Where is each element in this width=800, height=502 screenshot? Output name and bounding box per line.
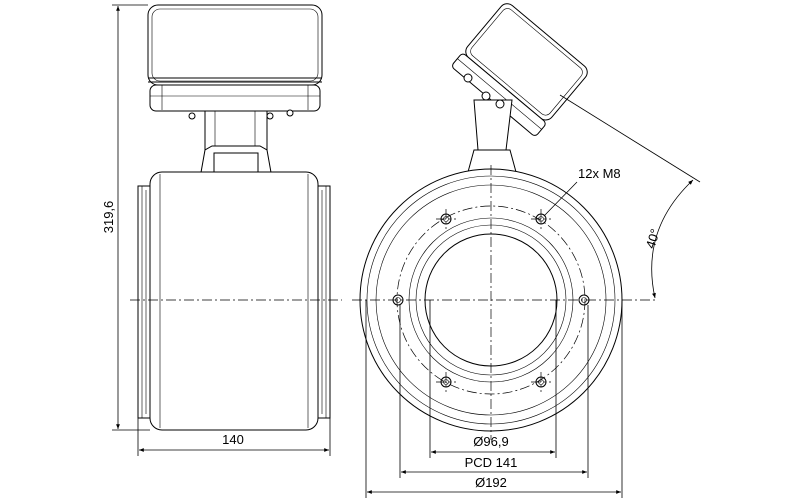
bolt-holes <box>392 209 590 392</box>
side-body <box>137 171 331 431</box>
height-dimension-label: 319,6 <box>101 201 116 234</box>
front-view: 12x M8 40° Ø96,9 PCD 141 Ø192 <box>352 3 701 498</box>
bore-dimension-label: Ø96,9 <box>473 434 508 449</box>
bolt-callout-label: 12x M8 <box>578 166 621 181</box>
outer-diameter-label: Ø192 <box>475 475 507 490</box>
bolt-callout: 12x M8 <box>543 166 621 217</box>
side-head-housing <box>147 4 323 120</box>
front-centerlines <box>352 165 655 440</box>
angle-dimension: 40° <box>559 94 701 299</box>
pcd-dimension-label: PCD 141 <box>465 455 518 470</box>
front-head-housing <box>452 3 588 136</box>
front-neck <box>463 73 517 173</box>
side-view: 319,6 140 <box>101 4 342 456</box>
length-dimension: 140 <box>137 418 331 456</box>
length-dimension-label: 140 <box>222 432 244 447</box>
height-dimension: 319,6 <box>101 4 150 431</box>
pcd-dimension: PCD 141 <box>399 305 589 478</box>
bore-dimension: Ø96,9 <box>429 300 557 458</box>
outer-diameter-dimension: Ø192 <box>365 300 623 498</box>
angle-dimension-label: 40° <box>643 227 663 250</box>
